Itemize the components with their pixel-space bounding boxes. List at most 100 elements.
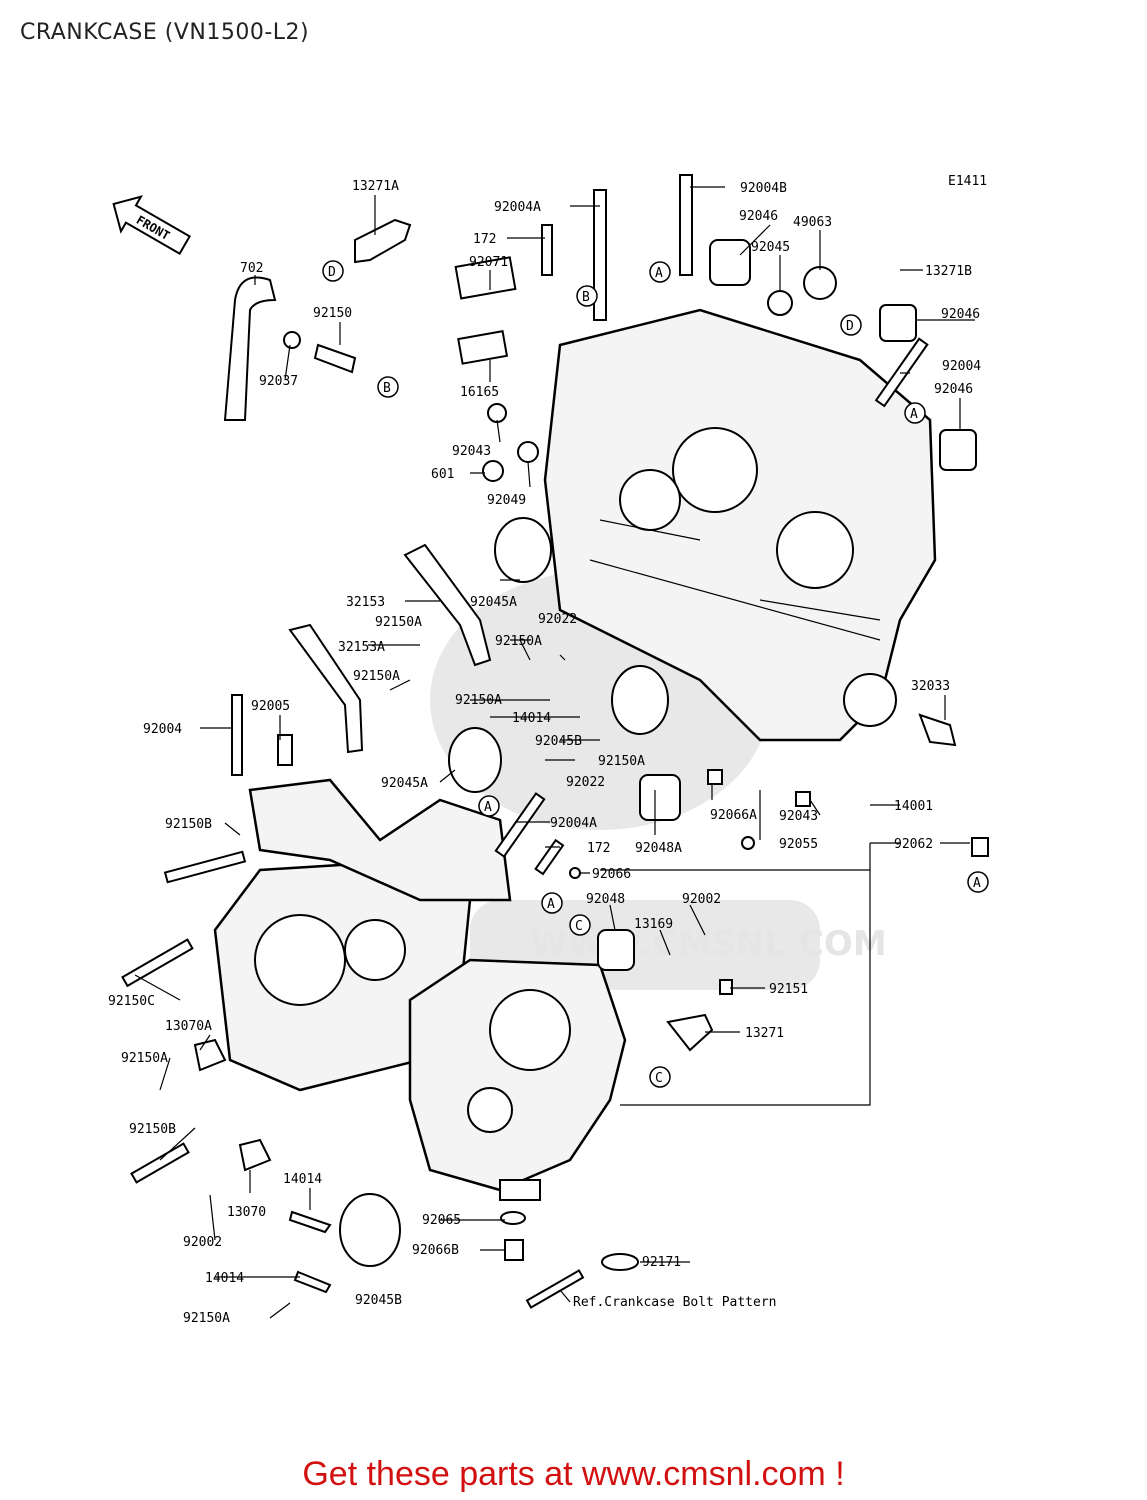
callout-d-1: D xyxy=(322,260,344,282)
part-label: 92150A xyxy=(121,1051,168,1066)
part-label: 92045 xyxy=(751,240,790,255)
svg-text:B: B xyxy=(383,381,391,396)
part-label: 49063 xyxy=(793,215,832,230)
parts xyxy=(121,174,989,1309)
part-label: 92002 xyxy=(183,1235,222,1250)
callout-c-1: C xyxy=(569,914,591,936)
part-label: 32153A xyxy=(338,640,385,655)
callout-b-2: B xyxy=(576,285,598,307)
bearing-92045B-lower xyxy=(339,1193,401,1267)
part-label: 92005 xyxy=(251,699,290,714)
part-label: 92055 xyxy=(779,837,818,852)
callout-b-1: B xyxy=(377,376,399,398)
part-label: 702 xyxy=(240,261,263,276)
part-label: 92043 xyxy=(452,444,491,459)
svg-text:A: A xyxy=(655,266,663,281)
svg-text:C: C xyxy=(655,1071,663,1086)
callout-a-1: A xyxy=(649,261,671,283)
part-label: 32033 xyxy=(911,679,950,694)
part-label: 92150A xyxy=(353,669,400,684)
svg-text:A: A xyxy=(484,800,492,815)
part-label: 92002 xyxy=(682,892,721,907)
part-label: 92004 xyxy=(143,722,182,737)
part-label: 14001 xyxy=(894,799,933,814)
stud-92004B xyxy=(679,174,693,276)
stud-92004A xyxy=(593,189,607,321)
part-label: 13070A xyxy=(165,1019,212,1034)
part-label: 92150 xyxy=(313,306,352,321)
part-label: 92022 xyxy=(538,612,577,627)
part-label: 92037 xyxy=(259,374,298,389)
part-label: 92150A xyxy=(598,754,645,769)
page-title: CRANKCASE (VN1500-L2) xyxy=(20,20,310,45)
svg-text:D: D xyxy=(328,265,336,280)
bearing-92045B-upper xyxy=(611,665,669,735)
part-label: 92150B xyxy=(129,1122,176,1137)
part-label: 92043 xyxy=(779,809,818,824)
part-label: 14014 xyxy=(512,711,551,726)
part-label: 92065 xyxy=(422,1213,461,1228)
callout-a-3: A xyxy=(478,795,500,817)
part-label: 172 xyxy=(473,232,496,247)
part-labels: 13271A 702 92150 92037 92004A 92004B 172… xyxy=(108,179,981,1326)
part-label: 92150C xyxy=(108,994,155,1009)
svg-text:B: B xyxy=(582,290,590,305)
part-label: 92045B xyxy=(535,734,582,749)
part-label: 172 xyxy=(587,841,610,856)
part-label: 92062 xyxy=(894,837,933,852)
callout-a-4: A xyxy=(541,892,563,914)
part-label: 13070 xyxy=(227,1205,266,1220)
part-label: 13271A xyxy=(352,179,399,194)
part-label: 92049 xyxy=(487,493,526,508)
svg-text:A: A xyxy=(547,897,555,912)
footer-promo-link[interactable]: Get these parts at www.cmsnl.com ! xyxy=(302,1455,845,1493)
part-label: 92150B xyxy=(165,817,212,832)
part-label: 92048A xyxy=(635,841,682,856)
part-label: 92066B xyxy=(412,1243,459,1258)
callout-d-2: D xyxy=(840,314,862,336)
part-label: 92150A xyxy=(495,634,542,649)
part-label: 13169 xyxy=(634,917,673,932)
part-label: 92150A xyxy=(455,693,502,708)
part-label: 92066A xyxy=(710,808,757,823)
left-crankcase-half xyxy=(213,778,512,1092)
part-label: 92171 xyxy=(642,1255,681,1270)
part-label: 13271 xyxy=(745,1026,784,1041)
part-label: 92046 xyxy=(941,307,980,322)
front-arrow-icon: FRONT xyxy=(112,195,192,256)
part-label: 92004A xyxy=(494,200,541,215)
stud-172 xyxy=(541,224,553,276)
watermark-text: WWW.CMSNL.COM xyxy=(530,924,887,964)
upper-crankcase-half xyxy=(543,308,937,742)
part-label: 14014 xyxy=(205,1271,244,1286)
part-label: 92045A xyxy=(381,776,428,791)
part-label: 32153 xyxy=(346,595,385,610)
part-label: 92150A xyxy=(375,615,422,630)
part-label: 92004A xyxy=(550,816,597,831)
part-label: 92004 xyxy=(942,359,981,374)
diagram-code: E1411 xyxy=(948,174,987,189)
svg-text:A: A xyxy=(910,407,918,422)
part-label: 13271B xyxy=(925,264,972,279)
part-label: 92151 xyxy=(769,982,808,997)
part-label: 92071 xyxy=(469,255,508,270)
part-label: 92046 xyxy=(934,382,973,397)
part-label: 601 xyxy=(431,467,454,482)
part-label: 14014 xyxy=(283,1172,322,1187)
callout-a-5: A xyxy=(967,871,989,893)
part-label: 92066 xyxy=(592,867,631,882)
part-label: 16165 xyxy=(460,385,499,400)
part-label: 92046 xyxy=(739,209,778,224)
svg-text:D: D xyxy=(846,319,854,334)
lower-crankcase-half xyxy=(408,958,627,1201)
part-label: 92004B xyxy=(740,181,787,196)
callout-a-2: A xyxy=(904,402,926,424)
part-label: 92150A xyxy=(183,1311,230,1326)
callouts: D B A B D A A A C A C xyxy=(322,260,989,1088)
leader-lines xyxy=(134,186,975,1319)
part-label: 92045A xyxy=(470,595,517,610)
hose-702 xyxy=(223,276,277,421)
svg-text:C: C xyxy=(575,919,583,934)
bearing-92045A-lower xyxy=(448,727,502,793)
